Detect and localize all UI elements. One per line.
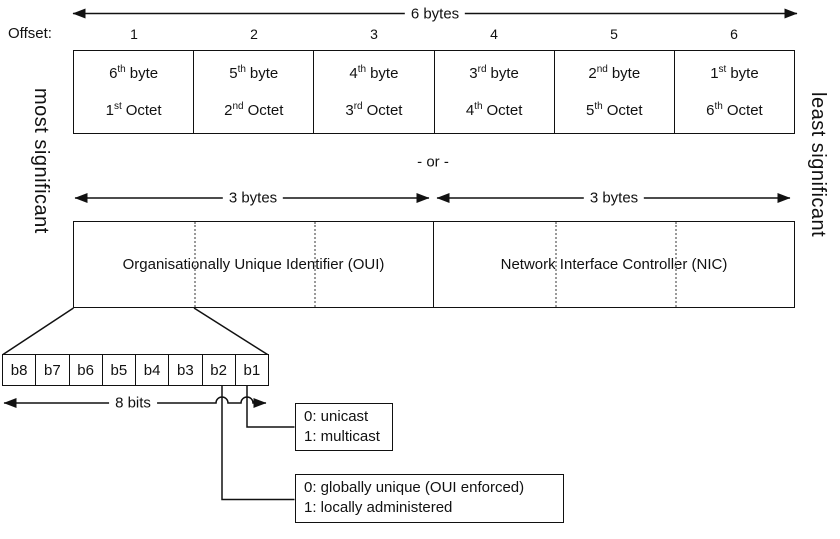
offset-number-2: 2 [250, 26, 258, 42]
nic-box: Network Interface Controller (NIC) [434, 222, 794, 307]
offset-number-1: 1 [130, 26, 138, 42]
three-bytes-left-label: 3 bytes [222, 189, 284, 207]
bit-cell-b6: b6 [70, 355, 103, 385]
offset-number-6: 6 [730, 26, 738, 42]
locally-administered-line: 1: locally administered [304, 499, 453, 516]
nic-byte-divider-dotted [555, 222, 557, 307]
bit-cell-b7: b7 [36, 355, 70, 385]
funnel-left-line [2, 307, 74, 356]
oui-byte-divider-dotted [314, 222, 316, 307]
three-bytes-right-label: 3 bytes [583, 189, 645, 207]
multicast-line: 1: multicast [304, 428, 380, 445]
offset-number-4: 4 [490, 26, 498, 42]
bit-cell-b3: b3 [169, 355, 203, 385]
bit-cell-b8: b8 [3, 355, 37, 385]
nic-byte-divider-dotted [675, 222, 677, 307]
bit-cell-b2: b2 [203, 355, 236, 385]
offset-label: Offset: [8, 25, 52, 42]
most-significant-label: most significant [30, 88, 52, 234]
six-bytes-arrow-label: 6 bytes [404, 5, 466, 23]
bit-cell-b5: b5 [103, 355, 136, 385]
oui-nic-row: Organisationally Unique Identifier (OUI)… [73, 221, 795, 308]
offset-number-5: 5 [610, 26, 618, 42]
oui-label: Organisationally Unique Identifier (OUI) [122, 256, 385, 273]
oui-byte-divider-dotted [194, 222, 196, 307]
b1-connector-line [246, 386, 295, 428]
funnel-right-line [193, 307, 268, 356]
globally-unique-legend-box: 0: globally unique (OUI enforced) 1: loc… [295, 474, 564, 523]
offset-number-3: 3 [370, 26, 378, 42]
or-separator-label: - or - [417, 153, 449, 171]
unicast-line: 0: unicast [304, 408, 369, 425]
b2-connector-line [221, 386, 295, 501]
eight-bits-arrow-label: 8 bits [109, 394, 157, 412]
oui-box: Organisationally Unique Identifier (OUI) [74, 222, 434, 307]
unicast-multicast-legend-box: 0: unicast 1: multicast [295, 403, 393, 451]
bit-cell-b4: b4 [136, 355, 170, 385]
least-significant-label: least significant [807, 92, 829, 238]
globally-unique-line: 0: globally unique (OUI enforced) [304, 479, 525, 496]
bit-cell-b1: b1 [243, 361, 261, 379]
nic-label: Network Interface Controller (NIC) [500, 256, 728, 273]
bit-row: b8 b7 b6 b5 b4 b3 b2 b1 [2, 354, 269, 386]
